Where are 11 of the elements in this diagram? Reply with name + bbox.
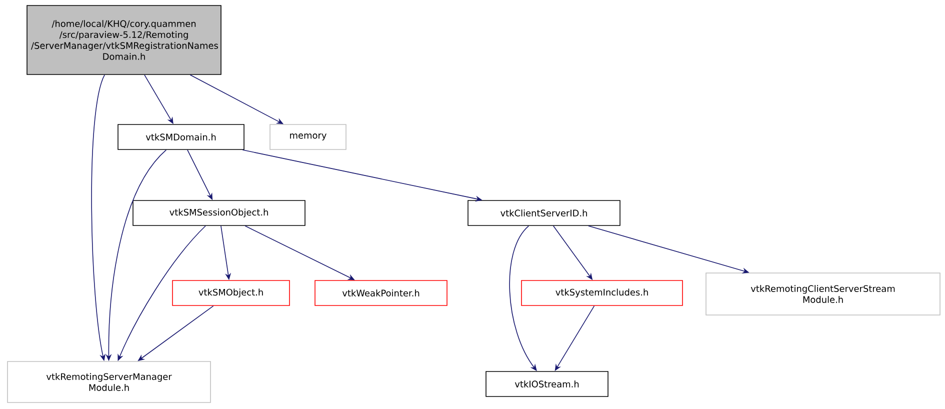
file-box: vtkClientServerID.h: [468, 200, 620, 226]
file-box: memory: [270, 124, 346, 150]
file-box: vtkWeakPointer.h: [314, 280, 448, 306]
file-box: vtkSystemIncludes.h: [521, 280, 683, 306]
file-box: vtkSMSessionObject.h: [132, 200, 306, 226]
file-box: /home/local/KHQ/cory.quammen /src/paraview-5.12/Remoting /ServerManager/vtkSMRegistrationNames Domain.h: [26, 5, 222, 75]
file-box: vtkIOStream.h: [486, 371, 608, 397]
file-box: vtkSMObject.h: [172, 280, 290, 306]
file-box: vtkSMDomain.h: [118, 124, 244, 150]
file-box: vtkRemotingServerManager Module.h: [7, 361, 211, 403]
file-box: vtkRemotingClientServerStream Module.h: [706, 272, 940, 316]
